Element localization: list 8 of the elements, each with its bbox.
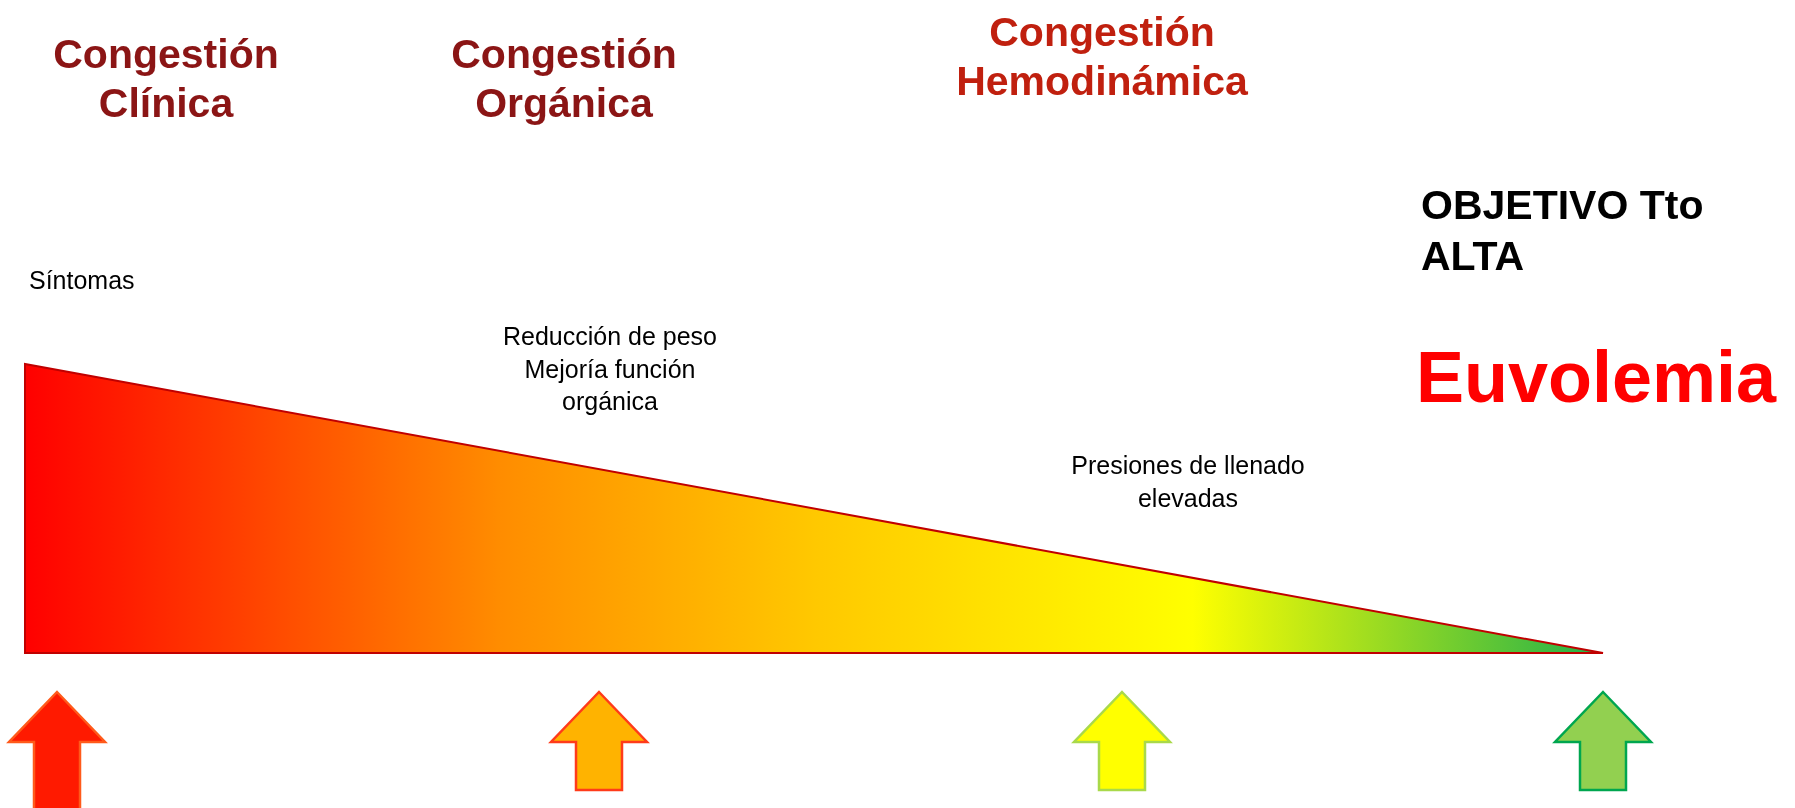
stage-heading: Congestión Hemodinámica — [955, 8, 1249, 107]
stage-description: Síntomas — [29, 265, 136, 295]
stage-description: Presiones de llenado elevadas — [1070, 450, 1306, 514]
stage-description: Reducción de peso Mejoría función orgánica — [501, 321, 718, 417]
stage-heading: Congestión Clínica — [52, 30, 280, 129]
goal-heading: OBJETIVO Tto ALTA — [1421, 181, 1705, 282]
goal-text: Euvolemia — [1416, 338, 1778, 418]
stage-heading: Congestión Orgánica — [450, 30, 678, 129]
